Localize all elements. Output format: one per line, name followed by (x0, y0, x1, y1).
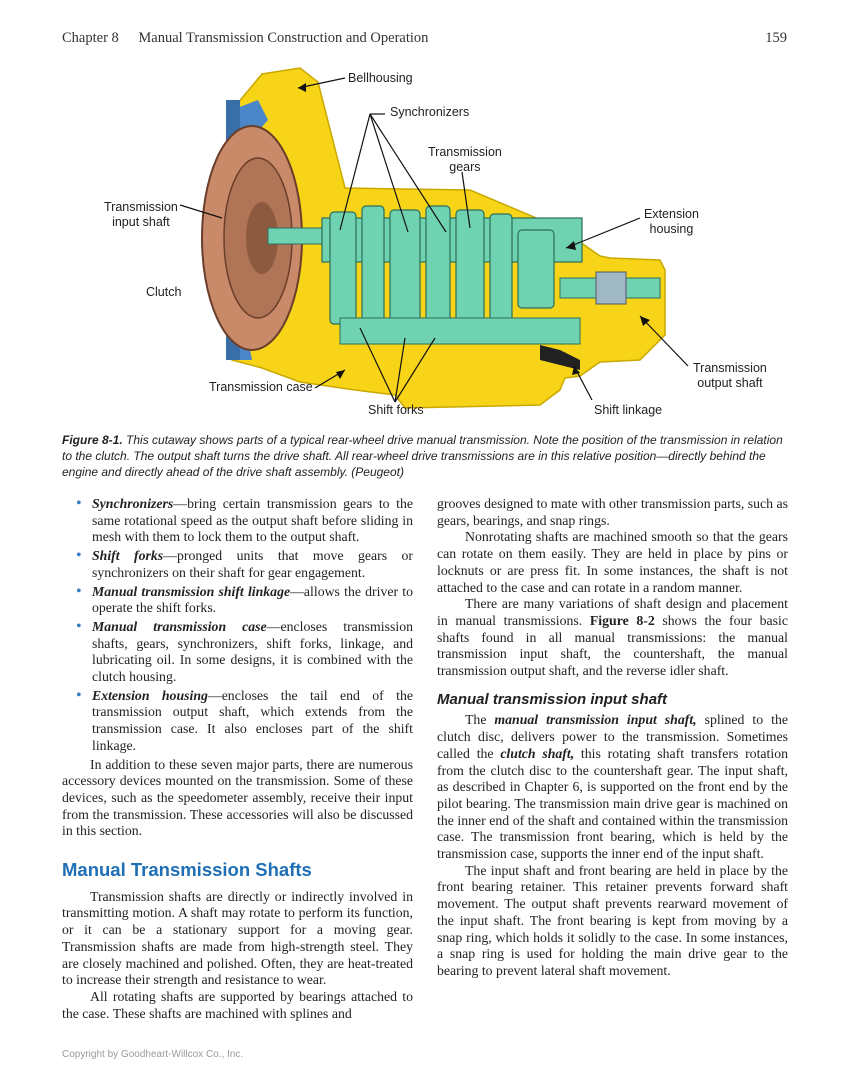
text-run: shows the four basic shafts found in all… (437, 612, 789, 679)
paragraph-input-shaft: The manual transmission input shaft, spl… (437, 712, 788, 862)
heading-manual-transmission-shafts: Manual Transmission Shafts (62, 859, 312, 881)
shift-linkage-shape (540, 345, 580, 370)
figure-transmission-cutaway: Bellhousing Synchronizers Transmission g… (0, 60, 849, 430)
heading-input-shaft: Manual transmission input shaft (437, 690, 668, 708)
bullet-icon: • (76, 617, 82, 635)
paragraph-nonrotating: Nonrotating shafts are machined smooth s… (437, 529, 788, 595)
label-transmission-output-shaft: Transmission output shaft (693, 361, 767, 390)
list-item: • Manual transmission case—encloses trans… (62, 617, 413, 686)
label-transmission-case: Transmission case (209, 380, 313, 394)
caption-label: Figure 8-1. (62, 433, 123, 447)
bullet-text: —bring certain transmission gears to the… (92, 496, 413, 545)
arrowheads (298, 83, 650, 379)
paragraph-retainer: The input shaft and front bearing are he… (437, 862, 788, 978)
label-extension-housing: Extension housing (644, 207, 699, 236)
key-term: manual transmission input shaft, (494, 712, 697, 728)
label-shift-forks: Shift forks (368, 403, 424, 417)
list-item: • Shift forks—pronged units that move gea… (62, 548, 413, 581)
list-item: • Manual transmission shift linkage—allow… (62, 582, 414, 617)
countershaft-shape (339, 317, 581, 345)
bullet-text: —allows the driver to operate the shift … (92, 583, 414, 616)
bullet-term: Manual transmission case (92, 618, 267, 634)
paragraph-accessories: In addition to these seven major parts, … (62, 756, 413, 839)
bullet-icon: • (76, 495, 82, 512)
left-column: • Synchronizers—bring certain transmissio… (62, 496, 413, 1022)
paragraph-shafts-1: Transmission shafts are directly or indi… (62, 888, 413, 988)
bullet-icon: • (76, 686, 82, 704)
bullet-term: Synchronizers (92, 496, 174, 511)
bullet-icon: • (76, 582, 82, 600)
label-clutch: Clutch (146, 285, 182, 299)
copyright-footer: Copyright by Goodheart-Willcox Co., Inc. (62, 1049, 244, 1060)
header-title: Manual Transmission Construction and Ope… (138, 30, 429, 46)
text-run: The (465, 712, 495, 728)
bullet-icon: • (76, 547, 82, 565)
key-term: clutch shaft, (500, 745, 575, 761)
label-shift-linkage: Shift linkage (594, 403, 663, 417)
text-run: this rotating shaft transfers rotation f… (437, 745, 789, 862)
bullet-text: —encloses transmission shafts, gears, sy… (92, 618, 413, 685)
label-transmission-input-shaft: Transmission input shaft (104, 200, 178, 229)
caption-text: This cutaway shows parts of a typical re… (62, 433, 783, 479)
parts-bullet-list: • Synchronizers—bring certain transmissio… (62, 496, 413, 755)
label-bellhousing: Bellhousing (348, 71, 413, 85)
bullet-term: Extension housing (92, 687, 208, 703)
bullet-term: Shift forks (92, 548, 164, 564)
right-column: grooves designed to mate with other tran… (437, 496, 788, 980)
figure-caption: Figure 8-1. This cutaway shows parts of … (62, 432, 790, 480)
bullet-term: Manual transmission shift linkage (92, 583, 291, 599)
text-run: splined to the clutch disc, delivers pow… (437, 712, 788, 761)
list-item: • Synchronizers—bring certain transmissio… (62, 496, 413, 546)
paragraph-shafts-2: All rotating shafts are supported by bea… (62, 988, 413, 1021)
page-number: 159 (765, 30, 787, 46)
bullet-text: —pronged units that move gears or synchr… (92, 548, 414, 580)
header-chapter: Chapter 8 (62, 30, 119, 46)
text-run: There are many variations of shaft desig… (437, 596, 788, 628)
leader-lines (179, 77, 689, 403)
running-header: Chapter 8 Manual Transmission Constructi… (62, 30, 428, 47)
label-synchronizers: Synchronizers (390, 105, 470, 119)
paragraph-variations: There are many variations of shaft desig… (437, 596, 788, 680)
list-item: • Extension housing—encloses the tail end… (62, 686, 413, 755)
paragraph-grooves: grooves designed to mate with other tran… (437, 496, 788, 528)
transmission-cutaway-illustration (179, 67, 689, 409)
bullet-text: —encloses the tail end of the transmissi… (92, 687, 413, 753)
figure-reference: Figure 8-2 (589, 612, 655, 628)
gear-cluster (321, 205, 583, 331)
label-transmission-gears: Transmission gears (428, 145, 502, 174)
